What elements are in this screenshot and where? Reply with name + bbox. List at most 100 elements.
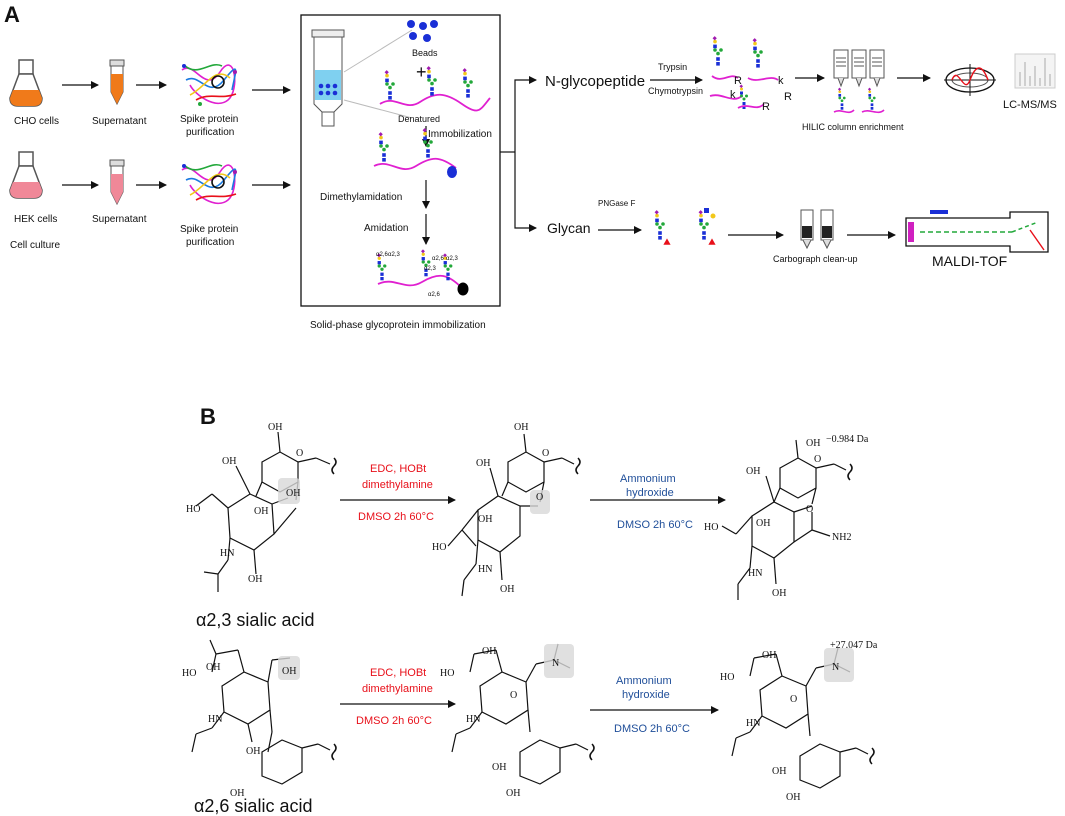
a23-condition-1: DMSO 2h 60°C	[358, 511, 434, 523]
hek-spike-protein-icon	[181, 163, 237, 205]
hek-spike-label-2: purification	[186, 237, 234, 248]
amidation-label: Amidation	[364, 223, 408, 234]
a26-s2-o-1: O	[510, 690, 517, 701]
cho-supernatant-label: Supernatant	[92, 116, 147, 127]
a26-s3-n: N	[832, 662, 839, 673]
a26-s3-oh-1: OH	[762, 650, 776, 661]
a23-s2-o-2: O	[536, 492, 543, 503]
glycan-label: Glycan	[547, 220, 591, 236]
a26-s3-o-1: O	[790, 694, 797, 705]
chymotrypsin-label: Chymotrypsin	[648, 86, 703, 96]
a23-lactone-structure	[447, 433, 581, 597]
a23-s1-oh-3: OH	[222, 456, 236, 467]
a23-s1-hn: HN	[220, 548, 234, 559]
residue-r-label-2: R	[784, 91, 792, 103]
a23-s3-oh-2: OH	[746, 466, 760, 477]
denatured-label: Denatured	[398, 114, 440, 124]
a26-s2-n: N	[552, 658, 559, 669]
beads-icon	[407, 20, 438, 42]
a26-reagent2-line1: Ammonium	[616, 675, 672, 687]
panel-b-label: B	[200, 404, 216, 429]
a26-s2-oh-1: OH	[482, 646, 496, 657]
a23-mass-shift: −0.984 Da	[826, 434, 869, 445]
a26-s2-ho-1: HO	[440, 668, 454, 679]
residue-k-label-1: k	[778, 75, 784, 87]
a23-s2-ho-1: HO	[432, 542, 446, 553]
a26-s2-oh-2: OH	[492, 762, 506, 773]
a26-condition-2: DMSO 2h 60°C	[614, 723, 690, 735]
hek-cells-label: HEK cells	[14, 214, 57, 225]
a23-s1-oh-2: OH	[286, 488, 300, 499]
a23-s2-hn: HN	[478, 564, 492, 575]
a23-s1-oh-1: OH	[268, 422, 282, 433]
cho-spike-protein-icon	[181, 63, 237, 106]
a23-s3-oh-1: OH	[806, 438, 820, 449]
a23-s2-oh-2: OH	[476, 458, 490, 469]
a23-s3-o-2: O	[806, 504, 813, 515]
a26-mass-shift: +27.047 Da	[830, 640, 878, 651]
cho-spike-label-2: purification	[186, 127, 234, 138]
a26-reagent1-line1: EDC, HOBt	[370, 667, 426, 679]
a26-highlight-1	[278, 656, 300, 680]
a26-s1-ho-1: HO	[182, 668, 196, 679]
glycopeptides-icon	[709, 36, 779, 109]
dimethylamidation-label: Dimethylamidation	[320, 192, 402, 203]
cho-tube-icon	[109, 59, 125, 106]
cho-flask-icon	[9, 59, 43, 107]
a26-condition-1: DMSO 2h 60°C	[356, 715, 432, 727]
a26-s1-oh-4: OH	[230, 788, 244, 799]
a23-sialic-acid-label: α2,3 sialic acid	[196, 610, 314, 630]
a26-highlight-3	[824, 648, 854, 682]
a23-s2-oh-3: OH	[478, 514, 492, 525]
a23-s3-hn: HN	[748, 568, 762, 579]
residue-r-label-1: R	[734, 75, 742, 87]
a23-s2-oh-1: OH	[514, 422, 528, 433]
released-glycans-icon	[654, 208, 716, 245]
derivatized-glycoprotein-icon	[377, 249, 469, 296]
carbograph-label: Carbograph clean-up	[773, 254, 858, 264]
linkage-a26-label-3: α2,6	[428, 292, 440, 298]
a26-sialic-acid-structure	[191, 639, 337, 785]
a23-s1-ho-1: HO	[186, 504, 200, 515]
beads-label: Beads	[412, 48, 438, 58]
hilic-columns-icon	[833, 49, 885, 88]
hilic-label: HILIC column enrichment	[802, 122, 904, 132]
immobilized-glycoprotein-icon	[373, 128, 457, 178]
a26-s3-oh-3: OH	[786, 792, 800, 803]
solid-phase-box	[300, 14, 501, 307]
denatured-glycoprotein-icon	[379, 66, 491, 112]
a23-reagent2-line2: hydroxide	[626, 487, 674, 499]
a26-s3-hn: HN	[746, 718, 760, 729]
pngase-label: PNGase F	[598, 199, 635, 208]
hek-tube-icon	[109, 159, 125, 206]
carbograph-cartridges-icon	[800, 209, 834, 250]
a23-highlight-2	[530, 490, 550, 514]
a26-sialic-acid-label: α2,6 sialic acid	[194, 796, 312, 816]
a23-s3-ho-1: HO	[704, 522, 718, 533]
a26-s3-oh-2: OH	[772, 766, 786, 777]
a23-s1-o-1: O	[296, 448, 303, 459]
a26-s2-hn: HN	[466, 714, 480, 725]
a26-s1-oh-1: OH	[206, 662, 220, 673]
lcms-label: LC-MS/MS	[1003, 99, 1057, 111]
a26-reagent2-line2: hydroxide	[622, 689, 670, 701]
a23-highlight-1	[278, 478, 300, 504]
cho-cells-label: CHO cells	[14, 116, 59, 127]
a23-s1-oh-5: OH	[248, 574, 262, 585]
a23-condition-2: DMSO 2h 60°C	[617, 519, 693, 531]
panel-a-label: A	[4, 2, 20, 27]
cho-spike-label-1: Spike protein	[180, 114, 238, 125]
spin-column-icon	[311, 29, 413, 127]
immobilization-label: Immobilization	[428, 129, 492, 140]
a26-s3-ho-1: HO	[720, 672, 734, 683]
hek-flask-icon	[9, 151, 43, 199]
a26-s1-oh-3: OH	[246, 746, 260, 757]
linkage-a23-label-1: α2,3	[388, 252, 400, 258]
hek-spike-label-1: Spike protein	[180, 224, 238, 235]
a23-s3-o-1: O	[814, 454, 821, 465]
maldi-label: MALDI-TOF	[932, 253, 1007, 269]
plus-sign: +	[416, 62, 427, 82]
hek-supernatant-label: Supernatant	[92, 214, 147, 225]
a26-s2-oh-3: OH	[506, 788, 520, 799]
linkage-a26-label-1: α2,6	[376, 252, 388, 258]
